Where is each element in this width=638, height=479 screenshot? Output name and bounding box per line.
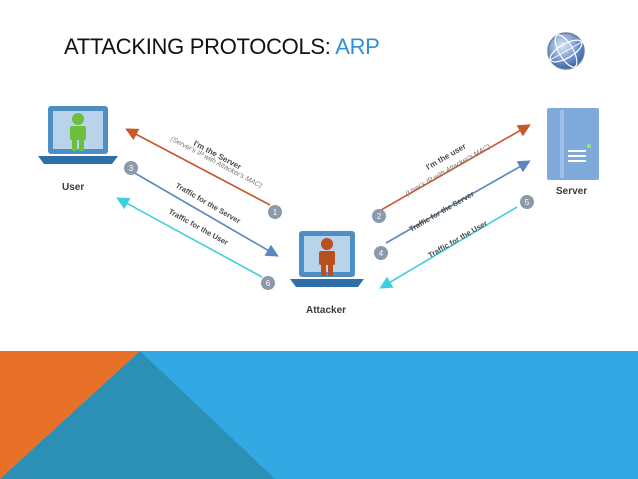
arrow-1-orange [125, 128, 271, 206]
arrow-4-blue [385, 160, 531, 244]
arrow-3-blue [132, 171, 279, 257]
slide-title: ATTACKING PROTOCOLS: ARP [64, 34, 380, 60]
label-right-traffic-user: Traffic for the User [427, 219, 489, 260]
server-tower-icon [547, 108, 599, 180]
arrow-2-orange [380, 124, 531, 211]
user-label: User [62, 182, 84, 193]
footer-band [0, 351, 638, 479]
attacker-laptop-icon [290, 231, 364, 287]
step-1-badge: 1 [273, 208, 278, 217]
globe-logo-icon [547, 32, 585, 70]
attacker-label: Attacker [306, 305, 346, 316]
server-label: Server [556, 186, 587, 197]
arrow-5-cyan [379, 206, 518, 289]
arrow-6-cyan [116, 197, 263, 278]
user-laptop-icon [38, 106, 118, 164]
step-5-badge: 5 [525, 198, 530, 207]
step-4-badge: 4 [379, 249, 384, 258]
step-3-badge: 3 [129, 164, 134, 173]
title-accent: ARP [335, 34, 380, 59]
title-main: ATTACKING PROTOCOLS: [64, 34, 336, 59]
step-6-badge: 6 [266, 279, 271, 288]
label-server-ip-attacker-mac: (Server's IP with Attacker's MAC) [169, 136, 263, 190]
label-right-traffic-server: Traffic for the Server [408, 189, 476, 234]
step-2-badge: 2 [377, 212, 382, 221]
